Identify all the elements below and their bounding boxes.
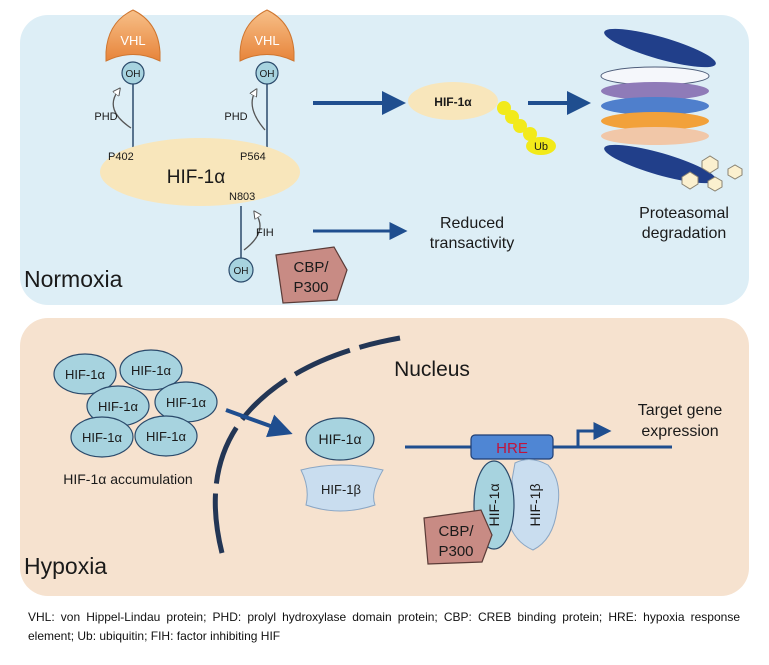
hif-alpha-bound-label: HIF-1α (486, 483, 502, 526)
hypoxia-label: Hypoxia (24, 553, 107, 579)
proteasome-line1: Proteasomal (639, 205, 729, 222)
vhl-right: VHL (239, 9, 295, 62)
normoxia-panel: VHL VHL OH OH PHD PHD P402 P564 HIF-1α N… (20, 9, 749, 305)
svg-text:HIF-1α: HIF-1α (166, 395, 207, 410)
arrow-into-nucleus (225, 408, 293, 438)
hif-ub-label: HIF-1α (434, 95, 472, 109)
hif-pathway-diagram: VHL VHL OH OH PHD PHD P402 P564 HIF-1α N… (20, 9, 749, 596)
oh-bottom: OH (228, 257, 254, 283)
svg-text:HIF-1α: HIF-1α (318, 431, 361, 447)
normoxia-background (20, 15, 749, 305)
figure-caption: VHL: von Hippel-Lindau protein; PHD: pro… (28, 610, 740, 643)
cbp-normoxia: CBP/ P300 (275, 246, 348, 304)
cbp-hypoxia: CBP/ P300 (423, 509, 493, 565)
reduced-line2: transactivity (430, 235, 514, 252)
normoxia-label: Normoxia (24, 266, 123, 292)
svg-text:P300: P300 (438, 543, 473, 560)
transcription-arrow (576, 422, 612, 447)
target-line1: Target gene (638, 402, 723, 419)
svg-text:HIF-1α: HIF-1α (98, 399, 139, 414)
hypoxia-panel: Nucleus HIF-1α HIF-1α HIF-1α HIF-1α HIF-… (20, 318, 749, 596)
svg-text:CBP/: CBP/ (438, 523, 474, 540)
reduced-line1: Reduced (440, 215, 504, 232)
vhl-right-label: VHL (254, 33, 279, 48)
svg-text:OH: OH (260, 69, 275, 80)
hif-ellipse (100, 138, 300, 206)
ub-label: Ub (534, 141, 548, 153)
svg-text:CBP/: CBP/ (293, 259, 329, 276)
site-n803: N803 (229, 191, 255, 203)
vhl-left-label: VHL (120, 33, 145, 48)
oh-right: OH (255, 61, 279, 85)
svg-text:OH: OH (234, 266, 249, 277)
proteasome-line2: degradation (642, 225, 727, 242)
svg-text:P300: P300 (293, 279, 328, 296)
hre-box (470, 434, 554, 460)
fih-label: FIH (256, 227, 274, 239)
hif-alpha-free (305, 417, 375, 461)
hif-beta-free (300, 464, 384, 512)
hif-ub-ellipse (408, 82, 498, 120)
phd-left-arrow (113, 91, 132, 129)
svg-text:HIF-1α: HIF-1α (65, 367, 106, 382)
site-p564: P564 (240, 151, 266, 163)
phd-right-label: PHD (224, 111, 247, 123)
svg-text:HIF-1α: HIF-1α (82, 430, 123, 445)
ubiquitin-chain: Ub (497, 101, 556, 155)
vhl-left: VHL (105, 9, 161, 62)
site-p402: P402 (108, 151, 134, 163)
fih-arrow (243, 214, 260, 251)
target-line2: expression (641, 423, 718, 440)
svg-text:HIF-1α: HIF-1α (146, 429, 187, 444)
svg-text:HIF-1β: HIF-1β (321, 482, 361, 497)
accumulation-label: HIF-1α accumulation (63, 471, 192, 487)
hif-label: HIF-1α (167, 167, 226, 188)
svg-text:OH: OH (126, 69, 141, 80)
phd-left-label: PHD (94, 111, 117, 123)
nuclear-envelope (212, 335, 401, 554)
nucleus-label: Nucleus (394, 358, 470, 381)
proteasome (600, 28, 716, 184)
hif-beta-bound-label: HIF-1β (527, 483, 543, 526)
hre-label: HRE (496, 440, 528, 457)
oh-left: OH (121, 61, 145, 85)
peptide-fragments (681, 155, 743, 192)
phd-right-arrow (252, 92, 266, 131)
svg-text:HIF-1α: HIF-1α (131, 363, 172, 378)
hif-cluster: HIF-1α HIF-1α HIF-1α HIF-1α HIF-1α HIF-1… (53, 349, 218, 458)
